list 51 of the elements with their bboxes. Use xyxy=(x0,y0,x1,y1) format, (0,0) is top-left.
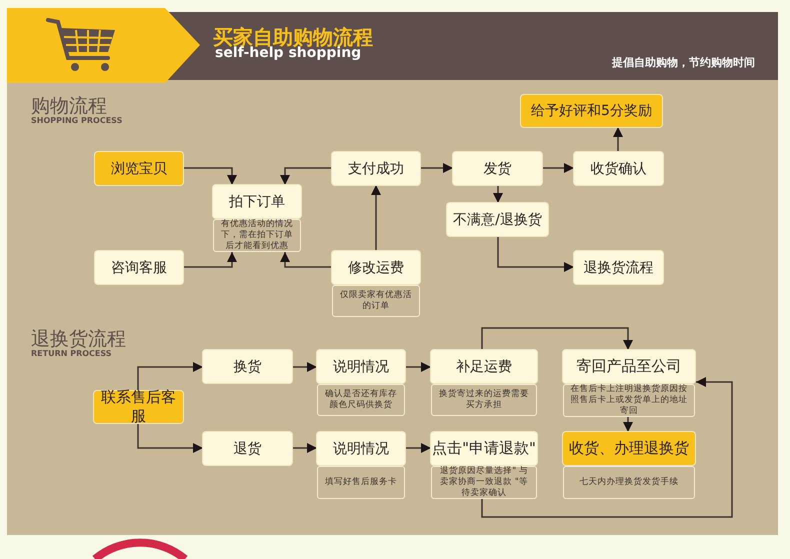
section-subheading: RETURN PROCESS xyxy=(31,349,112,358)
note-box: 换货寄过来的运费需要买方承担 xyxy=(431,384,537,416)
arrow xyxy=(292,443,317,453)
process-box: 说明情况 xyxy=(317,432,405,465)
process-box: 说明情况 xyxy=(317,350,405,383)
process-box: 退货 xyxy=(203,432,292,465)
arrow xyxy=(280,167,332,185)
highlight-box: 联系售后客服 xyxy=(94,391,183,423)
process-box: 拍下订单 xyxy=(213,185,301,218)
arrow xyxy=(497,236,574,272)
section-subheading: SHOPPING PROCESS xyxy=(31,116,122,125)
process-box: 不满意/退换货 xyxy=(447,203,548,236)
arrow xyxy=(420,163,453,173)
arrow xyxy=(481,377,733,518)
slogan: 提倡自助购物，节约购物时间 xyxy=(612,55,755,70)
highlight-box: 浏览宝贝 xyxy=(95,152,183,185)
process-box: 寄回产品至公司 xyxy=(563,350,695,383)
note-box: 确认是否还有库存颜色尺码供换货 xyxy=(317,384,405,416)
arrow xyxy=(623,416,633,432)
process-box: 咨询客服 xyxy=(95,251,183,284)
arrow xyxy=(405,443,431,453)
arrow xyxy=(137,423,203,453)
arrow xyxy=(292,362,317,372)
arrow xyxy=(481,327,633,350)
note-box: 退货原因尽量选择" 与卖家协商一致退款 "等待卖家确认 xyxy=(431,466,537,499)
section-heading: 购物流程 xyxy=(31,94,107,117)
process-box: 支付成功 xyxy=(332,152,420,185)
arrow xyxy=(280,252,332,268)
arrow xyxy=(613,127,623,152)
note-box: 有优惠活动的情况下，需在拍下订单后才能看到优惠 xyxy=(213,219,301,252)
arrow xyxy=(183,252,237,268)
note-box: 仅限卖家有优惠活的订单 xyxy=(332,285,420,317)
note-box: 填写好售后服务卡 xyxy=(317,466,405,499)
arrow xyxy=(493,185,503,203)
highlight-box: 收货、办理退换货 xyxy=(563,432,695,465)
arrow xyxy=(137,362,203,391)
process-box: 点击"申请退款" xyxy=(431,432,537,465)
process-box: 发货 xyxy=(453,152,542,185)
note-box: 七天内办理换货发货手续 xyxy=(563,466,695,499)
note-box: 在售后卡上注明退换货原因按照售后卡上或发货单上的地址寄回 xyxy=(563,384,695,417)
arrow xyxy=(405,362,431,372)
process-box: 换货 xyxy=(203,350,292,383)
highlight-box: 给予好评和5分奖励 xyxy=(521,95,662,127)
arrow xyxy=(183,167,237,185)
process-box: 收货确认 xyxy=(574,152,663,185)
process-box: 修改运费 xyxy=(332,251,420,284)
arrow xyxy=(371,185,381,251)
arrow xyxy=(542,163,574,173)
process-box: 补足运费 xyxy=(431,350,537,383)
section-heading: 退换货流程 xyxy=(31,327,126,350)
process-box: 退换货流程 xyxy=(574,251,663,284)
